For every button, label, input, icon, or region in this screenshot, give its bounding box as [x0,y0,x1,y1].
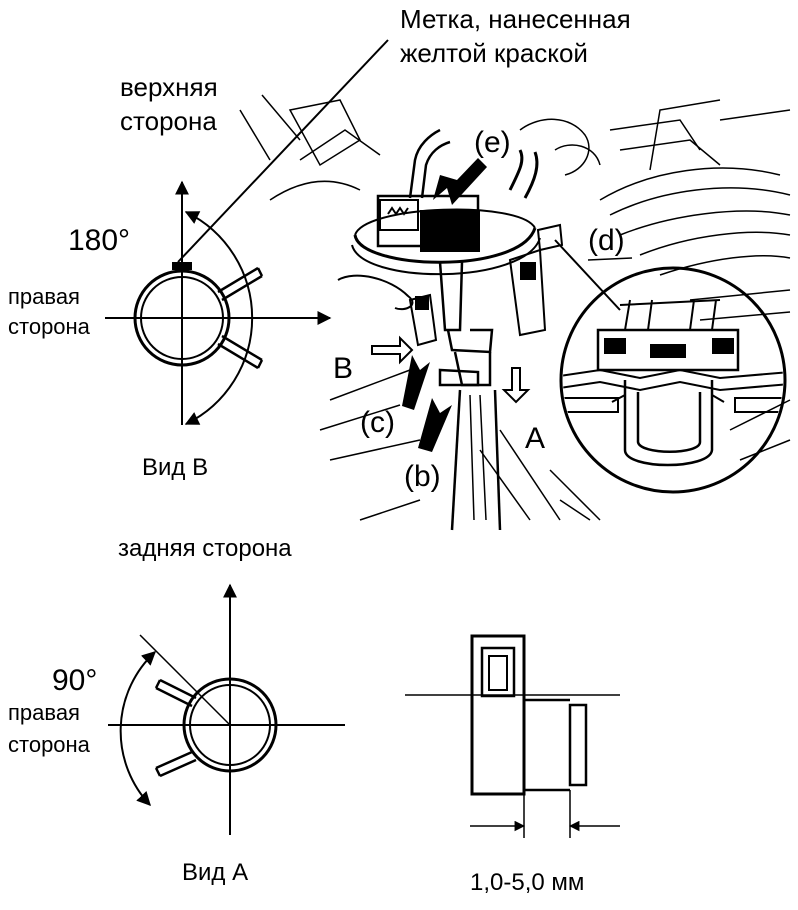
view-b-yellow-mark [172,262,192,270]
detail-clip-outer [623,380,714,467]
angle-90-label: 90° [52,664,97,697]
clamp-b [438,368,480,387]
view-b-clamp-ear-top [217,266,264,302]
arrow-e [433,158,487,205]
detail-circle-outline [559,266,787,494]
hose-connector-block [420,210,480,252]
upper-pipe [408,128,441,199]
view-b-180-arc [184,211,254,425]
callout-d-label: (d) [588,224,625,257]
right-side2-label-line2: сторона [8,732,91,757]
clamp-detail-circle [559,266,787,494]
right-side-label-line1: правая [8,284,80,309]
hose-assembly-illustration: B A (e) (c) (b) (d) [239,94,791,531]
view-a-clamp-ear-top [154,678,197,708]
view-b-caption: Вид В [142,454,208,481]
yellow-mark-label-line2: желтой краской [400,38,588,68]
letter-a-label: A [525,422,545,455]
mark-leader-line [177,39,389,263]
top-side-label-line2: сторона [120,106,217,136]
yellow-mark-label-line1: Метка, нанесенная [400,4,631,34]
view-a-clamp-ear-bottom [154,750,197,778]
view-b-hose-inner [140,276,224,360]
letter-b-label: B [333,352,353,385]
dimension-label: 1,0-5,0 мм [470,869,584,896]
right-side2-label-line1: правая [8,700,80,725]
view-a-figure: задняя сторона 90° правая сторона Вид А [8,535,345,886]
lower-hose-left [450,389,462,531]
hose-connector-plug [379,199,419,231]
detail-clip-inner [636,392,702,453]
rear-side-label: задняя сторона [118,535,292,562]
clamp-position-dimension-figure: 1,0-5,0 мм [405,634,620,896]
callout-e-label: (e) [474,126,511,159]
view-a-90-arc [119,651,157,807]
hose-vertical-body [438,261,464,332]
right-side-label-line2: сторона [8,314,91,339]
arrow-b-direction [371,335,414,365]
pipe-end [568,703,588,787]
arrow-a-direction [501,367,531,404]
view-b-hose-outer [133,269,231,367]
view-a-caption: Вид А [182,859,248,886]
view-b-figure: 180° правая сторона Вид В [8,180,332,481]
angle-180-label: 180° [68,224,130,257]
callout-b-label: (b) [404,460,441,493]
arrow-c [402,355,430,410]
view-b-clamp-ear-bottom [217,334,264,370]
top-side-label-line1: верхняя [120,72,218,102]
view-a-hose-outer [182,677,278,773]
view-a-hose-inner [189,684,271,766]
clamp-side-body [470,634,526,796]
arrow-b [418,398,452,452]
callout-c-label: (c) [360,406,395,439]
lower-hose-right [493,389,502,531]
